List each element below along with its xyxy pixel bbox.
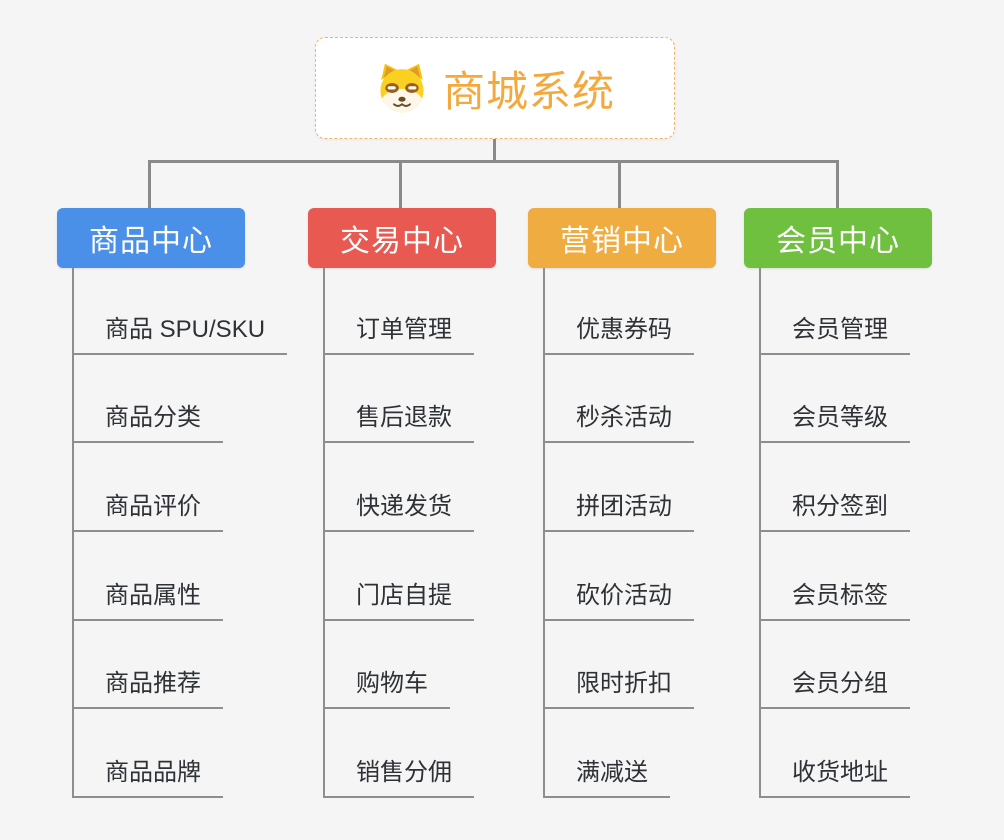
leaf-item: 会员等级	[744, 355, 974, 444]
branch-label: 会员中心	[776, 225, 900, 258]
branch-label: 交易中心	[340, 225, 464, 258]
leaf-label[interactable]: 销售分佣	[323, 752, 474, 799]
leaf-label[interactable]: 商品分类	[72, 397, 223, 444]
branch-node-marketing[interactable]: 营销中心	[528, 208, 716, 268]
leaf-list: 订单管理售后退款快递发货门店自提购物车销售分佣	[308, 266, 538, 799]
leaf-label[interactable]: 快递发货	[323, 486, 474, 533]
leaf-label[interactable]: 砍价活动	[543, 575, 694, 621]
leaf-label[interactable]: 会员分组	[759, 663, 910, 710]
shiba-dog-icon	[380, 63, 424, 113]
branch-node-product[interactable]: 商品中心	[57, 208, 245, 268]
branch-product-center: 商品中心 商品 SPU/SKU 商品分类商品评价商品属性商品推荐商品品牌	[57, 208, 288, 799]
leaf-item: 商品推荐	[57, 621, 287, 710]
leaf-item: 满减送	[528, 709, 758, 799]
leaf-label[interactable]: 商品评价	[72, 486, 223, 533]
leaf-label[interactable]: 商品 SPU/SKU	[72, 309, 288, 355]
leaf-item: 会员管理	[744, 266, 974, 355]
leaf-item: 快递发货	[308, 443, 538, 533]
leaf-label[interactable]: 门店自提	[323, 575, 474, 621]
connector-drop-trade	[399, 160, 402, 208]
leaf-label[interactable]: 会员标签	[759, 575, 910, 621]
connector-drop-marketing	[618, 160, 621, 208]
branch-node-member[interactable]: 会员中心	[744, 208, 932, 268]
leaf-label[interactable]: 限时折扣	[543, 663, 694, 710]
root-label: 商城系统	[442, 67, 615, 115]
leaf-label[interactable]: 秒杀活动	[543, 397, 694, 444]
branch-label: 商品中心	[89, 225, 213, 258]
leaf-item: 购物车	[308, 621, 538, 710]
connector-root-drop	[493, 139, 496, 163]
leaf-item: 订单管理	[308, 266, 538, 355]
leaf-label[interactable]: 收货地址	[759, 752, 910, 799]
column-line	[72, 268, 74, 798]
leaf-label[interactable]: 商品属性	[72, 575, 223, 621]
column-line	[759, 268, 761, 798]
leaf-list: 商品 SPU/SKU 商品分类商品评价商品属性商品推荐商品品牌	[57, 266, 288, 799]
connector-horizontal-bus	[149, 160, 839, 163]
branch-marketing-center: 营销中心 优惠券码秒杀活动拼团活动砍价活动限时折扣满减送	[528, 208, 758, 799]
leaf-label[interactable]: 积分签到	[759, 486, 910, 533]
column-line	[543, 268, 545, 798]
branch-node-trade[interactable]: 交易中心	[308, 208, 496, 268]
leaf-item: 商品分类	[57, 355, 287, 444]
branch-member-center: 会员中心 会员管理会员等级积分签到会员标签会员分组收货地址	[744, 208, 974, 799]
leaf-item: 秒杀活动	[528, 355, 758, 444]
leaf-item: 门店自提	[308, 532, 538, 621]
leaf-item: 商品 SPU/SKU	[57, 266, 288, 355]
leaf-list: 会员管理会员等级积分签到会员标签会员分组收货地址	[744, 266, 974, 799]
leaf-label[interactable]: 商品品牌	[72, 752, 223, 799]
leaf-item: 会员分组	[744, 621, 974, 710]
leaf-label[interactable]: 商品推荐	[72, 663, 223, 710]
leaf-item: 售后退款	[308, 355, 538, 444]
connector-drop-product	[148, 160, 151, 208]
leaf-label[interactable]: 会员管理	[759, 309, 910, 355]
column-line	[323, 268, 325, 798]
leaf-label[interactable]: 优惠券码	[543, 309, 694, 355]
leaf-item: 拼团活动	[528, 443, 758, 533]
leaf-label[interactable]: 售后退款	[323, 397, 474, 444]
leaf-list: 优惠券码秒杀活动拼团活动砍价活动限时折扣满减送	[528, 266, 758, 799]
leaf-item: 商品评价	[57, 443, 287, 533]
leaf-label[interactable]: 拼团活动	[543, 486, 694, 533]
branch-trade-center: 交易中心 订单管理售后退款快递发货门店自提购物车销售分佣	[308, 208, 538, 799]
leaf-label[interactable]: 购物车	[323, 663, 450, 710]
leaf-label[interactable]: 订单管理	[323, 309, 474, 355]
leaf-item: 商品品牌	[57, 709, 287, 799]
leaf-item: 优惠券码	[528, 266, 758, 355]
leaf-item: 商品属性	[57, 532, 287, 621]
leaf-label[interactable]: 满减送	[543, 752, 670, 799]
root-node[interactable]: 商城系统	[315, 37, 675, 139]
leaf-item: 销售分佣	[308, 709, 538, 799]
leaf-item: 会员标签	[744, 532, 974, 621]
leaf-item: 积分签到	[744, 443, 974, 533]
leaf-item: 收货地址	[744, 709, 974, 799]
connector-drop-member	[836, 160, 839, 208]
branch-label: 营销中心	[560, 225, 684, 258]
leaf-item: 限时折扣	[528, 621, 758, 710]
leaf-item: 砍价活动	[528, 532, 758, 621]
leaf-label[interactable]: 会员等级	[759, 397, 910, 444]
